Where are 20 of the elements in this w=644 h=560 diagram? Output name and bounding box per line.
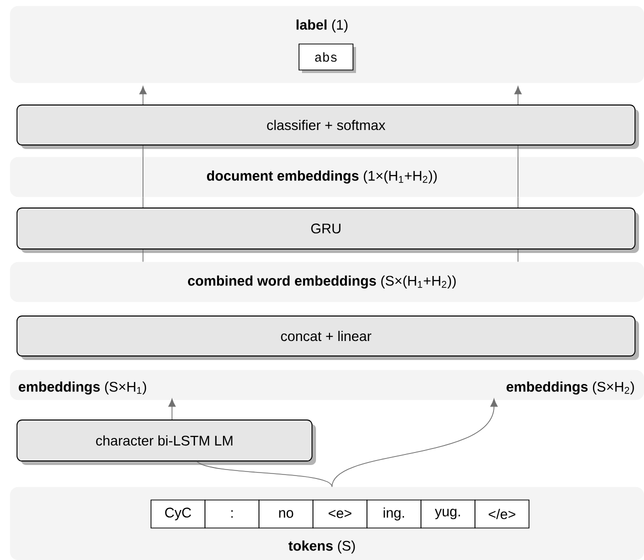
arrow [514,86,522,105]
token-cell: </e> [474,500,530,528]
token-cell: no [258,500,314,528]
arrow [332,398,498,488]
token-cell: : [204,500,260,528]
arrow [139,86,147,105]
token-cell: CyC [150,500,206,528]
embedding-label: embeddings (S×H$_{2}$) [506,381,634,395]
embedding-label: embeddings (S×H$_{1}$) [18,381,146,395]
layer-box: character bi-LSTM LM [16,420,316,465]
layer-box: concat + linear [16,316,639,360]
layer-box: classifier + softmax [16,104,639,149]
arrow [168,398,176,420]
layer-band: document embeddings (1×(H$_{1}$+H$_{2}$)) [10,157,644,197]
layer-band: combined word embeddings (S×(H$_{1}$+H$_{2}$)) [10,262,644,302]
layer-box: GRU [16,208,639,253]
token-cell: <e> [312,500,368,528]
token-cell: ing. [366,500,422,528]
output-box: abs [298,44,356,73]
token-cell: yug. [420,500,476,528]
